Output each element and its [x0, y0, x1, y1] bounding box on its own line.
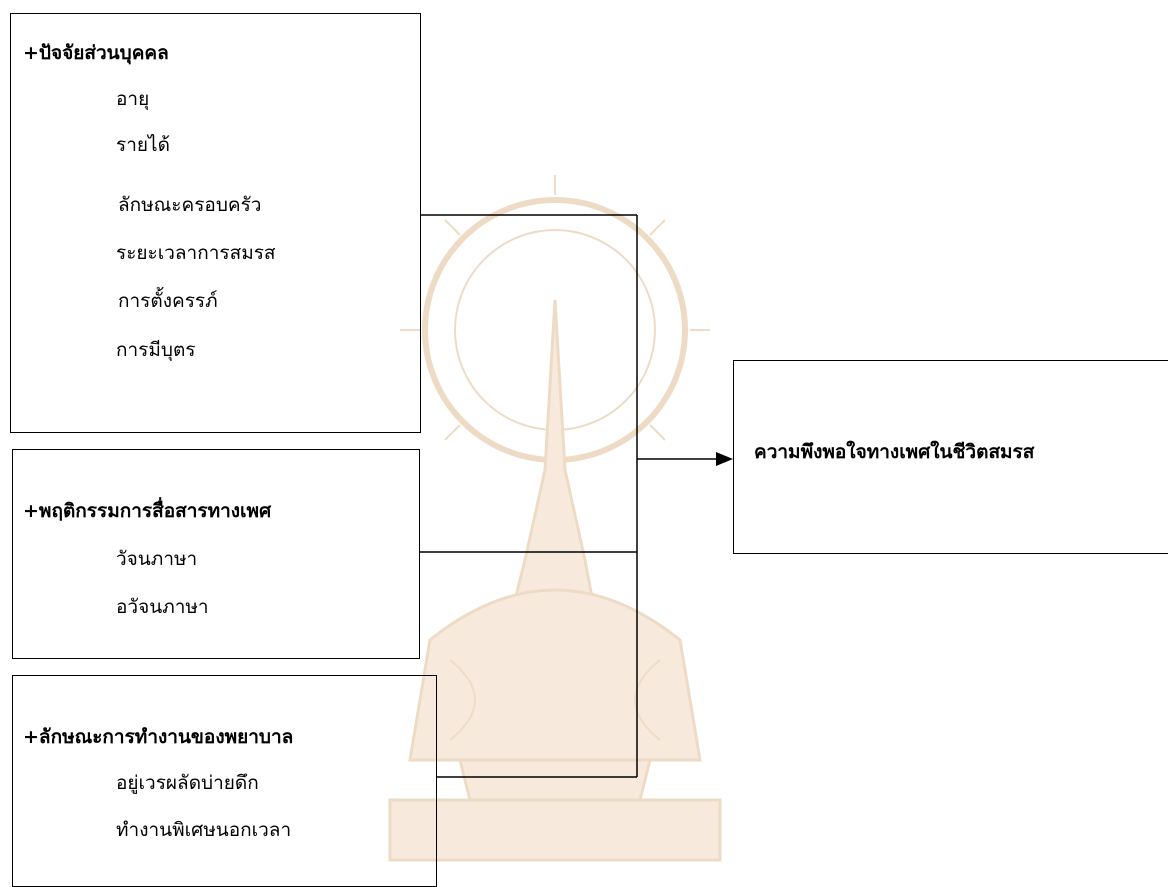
outcome-box: ความพึงพอใจทางเพศในชีวิตสมรส	[733, 360, 1168, 554]
outcome-label: ความพึงพอใจทางเพศในชีวิตสมรส	[754, 441, 1035, 463]
communication-box: +พฤติกรรมการสื่อสารทางเพศ วัจนภาษา อวัจน…	[12, 449, 420, 659]
work-characteristic-item: อยู่เวรผลัดบ่ายดึก	[116, 772, 259, 794]
personal-factors-box: +ปัจจัยส่วนบุคคล อายุ รายได้ ลักษณะครอบค…	[10, 13, 421, 433]
work-characteristics-title: +ลักษณะการทำงานของพยาบาล	[23, 726, 294, 748]
communication-item: อวัจนภาษา	[116, 596, 209, 618]
personal-factor-item: ระยะเวลาการสมรส	[116, 242, 276, 264]
personal-factor-item: การตั้งครรภ์	[118, 290, 218, 312]
personal-factors-title: +ปัจจัยส่วนบุคคล	[23, 42, 169, 64]
personal-factor-item: ลักษณะครอบครัว	[118, 194, 262, 216]
arrowhead	[716, 452, 733, 466]
personal-factor-item: การมีบุตร	[116, 339, 196, 361]
work-characteristics-box: +ลักษณะการทำงานของพยาบาล อยู่เวรผลัดบ่าย…	[12, 675, 437, 887]
communication-item: วัจนภาษา	[116, 548, 198, 570]
communication-title: +พฤติกรรมการสื่อสารทางเพศ	[23, 500, 272, 522]
work-characteristic-item: ทำงานพิเศษนอกเวลา	[116, 819, 292, 841]
personal-factor-item: รายได้	[116, 134, 170, 156]
personal-factor-item: อายุ	[116, 88, 150, 110]
